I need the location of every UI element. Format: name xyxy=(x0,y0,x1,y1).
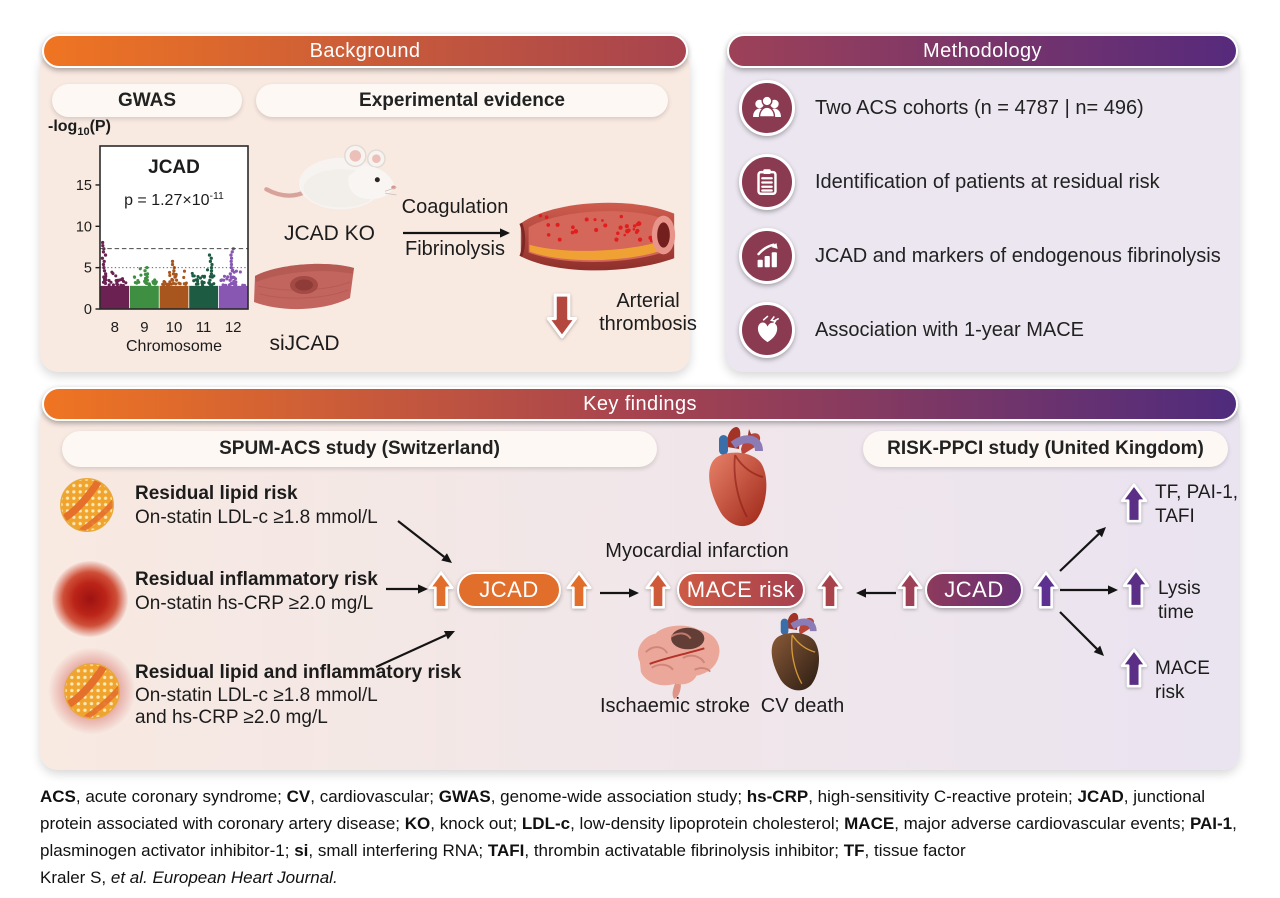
jcad-ko-label: JCAD KO xyxy=(283,222,375,245)
output-line: TF, PAI-1, xyxy=(1155,482,1239,503)
jcad-right-pill: JCAD xyxy=(925,572,1023,608)
svg-text:Chromosome: Chromosome xyxy=(126,338,222,355)
decrease-arrow-icon xyxy=(545,293,579,339)
experimental-evidence-pill: Experimental evidence xyxy=(256,84,668,117)
background-panel: Background GWAS Experimental evidence -l… xyxy=(40,34,697,372)
people-icon xyxy=(739,80,795,136)
increase-arrow-icon xyxy=(1120,648,1148,688)
methodology-item-markers: JCAD and markers of endogenous fibrinoly… xyxy=(739,228,1221,284)
ylabel-sub: 10 xyxy=(77,126,90,139)
inflammation-icon xyxy=(52,561,128,637)
increase-arrow-icon xyxy=(1033,570,1059,610)
manhattan-plot: 8 9 10 11 12 0 5 10 15 JCAD p = 1.27×10-11Chromoso… xyxy=(76,145,249,355)
methodology-item-mace: Association with 1-year MACE xyxy=(739,302,1084,358)
risk-item-line: On-statin LDL-c ≥1.8 mmol/L xyxy=(135,685,378,706)
ylabel-prefix: -log xyxy=(48,118,78,135)
risk2-arrow xyxy=(386,584,428,594)
chart-up-icon xyxy=(739,228,795,284)
heart-mi-illustration xyxy=(709,427,767,527)
artery-thrombus-illustration xyxy=(519,202,676,271)
key-findings-panel: Key findings SPUM-ACS study (Switzerland… xyxy=(40,387,1240,770)
methodology-item-label: JCAD and markers of endogenous fibrinoly… xyxy=(815,244,1221,267)
methodology-item-identification: Identification of patients at residual r… xyxy=(739,154,1160,210)
methodology-item-label: Association with 1-year MACE xyxy=(815,318,1084,341)
increase-arrow-icon xyxy=(817,570,843,610)
abbreviations: ACS, acute coronary syndrome; CV, cardio… xyxy=(40,787,1237,860)
branch-top-arrow xyxy=(1059,527,1106,572)
risk-item-line: On-statin hs-CRP ≥2.0 mg/L xyxy=(135,593,374,614)
output-lysis-time: Lysis time xyxy=(1158,578,1201,623)
cv-death-label: CV death xyxy=(760,695,845,717)
mace-risk-pill: MACE risk xyxy=(677,572,805,608)
branch-mid-arrow xyxy=(1060,585,1118,595)
jcad-right-to-mace-arrow xyxy=(856,588,896,598)
svg-text:9: 9 xyxy=(140,319,148,336)
risk-item-title: Residual inflammatory risk xyxy=(135,569,378,590)
svg-text:15: 15 xyxy=(76,178,92,194)
svg-text:0: 0 xyxy=(84,302,92,318)
output-line: TAFI xyxy=(1155,506,1195,527)
ylabel-suffix: (P) xyxy=(89,118,111,135)
lipid-plaque-icon xyxy=(62,661,122,721)
gwas-ylabel: -log10(P) xyxy=(48,118,111,138)
background-header: Background xyxy=(42,34,688,68)
increase-arrow-icon xyxy=(1122,568,1150,608)
increase-arrow-icon xyxy=(897,570,923,610)
methodology-item-label: Identification of patients at residual r… xyxy=(815,170,1160,193)
svg-text:12: 12 xyxy=(225,319,242,336)
citation-journal: et al. European Heart Journal. xyxy=(110,868,338,887)
citation: Kraler S, et al. European Heart Journal. xyxy=(40,868,338,888)
risk-item-title: Residual lipid and inflammatory risk xyxy=(135,662,462,683)
svg-text:p = 1.27×10-11: p = 1.27×10-11 xyxy=(124,190,224,209)
key-findings-header: Key findings xyxy=(42,387,1238,421)
methodology-panel: Methodology Two ACS cohorts (n = 4787 | … xyxy=(725,34,1240,372)
lipid-plaque-icon xyxy=(58,476,116,534)
branch-bottom-arrow xyxy=(1059,611,1104,656)
risk3-arrow xyxy=(375,630,455,669)
heart-attack-icon xyxy=(739,302,795,358)
increase-arrow-icon xyxy=(645,570,671,610)
arterial-thrombosis-label: Arterial thrombosis xyxy=(599,290,697,335)
risk1-arrow xyxy=(397,520,452,563)
coagulation-arrow xyxy=(403,228,510,238)
svg-text:10: 10 xyxy=(76,219,92,235)
spum-acs-pill: SPUM-ACS study (Switzerland) xyxy=(62,431,657,467)
risk-item-line: and hs-CRP ≥2.0 mg/L xyxy=(135,707,328,728)
coagulation-label: Coagulation xyxy=(401,196,509,218)
svg-text:5: 5 xyxy=(84,261,92,277)
jcad-to-mace-arrow xyxy=(600,588,639,598)
jcad-left-pill: JCAD xyxy=(457,572,561,608)
gwas-pill: GWAS xyxy=(52,84,242,117)
ischaemic-stroke-label: Ischaemic stroke xyxy=(599,695,751,717)
myocardial-infarction-label: Myocardial infarction xyxy=(605,540,789,562)
svg-text:JCAD: JCAD xyxy=(148,157,200,178)
mouse-illustration xyxy=(264,144,397,210)
svg-text:10: 10 xyxy=(166,319,183,336)
increase-arrow-icon xyxy=(428,570,454,610)
svg-text:11: 11 xyxy=(196,319,212,336)
sijcad-cell-illustration xyxy=(254,263,354,310)
risk-item-line: On-statin LDL-c ≥1.8 mmol/L xyxy=(135,507,378,528)
output-tf-pai1-tafi: TF, PAI-1, TAFI xyxy=(1155,481,1238,529)
risk-ppci-pill: RISK-PPCI study (United Kingdom) xyxy=(863,431,1228,467)
clipboard-icon xyxy=(739,154,795,210)
increase-arrow-icon xyxy=(1120,483,1148,523)
lipid-plaque-glow-icon xyxy=(48,647,136,735)
methodology-item-label: Two ACS cohorts (n = 4787 | n= 496) xyxy=(815,96,1144,119)
fibrinolysis-label: Fibrinolysis xyxy=(404,238,506,260)
methodology-header: Methodology xyxy=(727,34,1238,68)
risk-item-title: Residual lipid risk xyxy=(135,483,298,504)
citation-authors: Kraler S, xyxy=(40,868,111,887)
svg-text:8: 8 xyxy=(111,319,119,336)
heart-cv-death-illustration xyxy=(771,612,820,691)
increase-arrow-icon xyxy=(566,570,592,610)
brain-stroke-illustration xyxy=(637,625,720,700)
sijcad-label: siJCAD xyxy=(269,332,340,355)
output-mace-risk: MACE risk xyxy=(1155,658,1210,703)
methodology-item-cohorts: Two ACS cohorts (n = 4787 | n= 496) xyxy=(739,80,1144,136)
